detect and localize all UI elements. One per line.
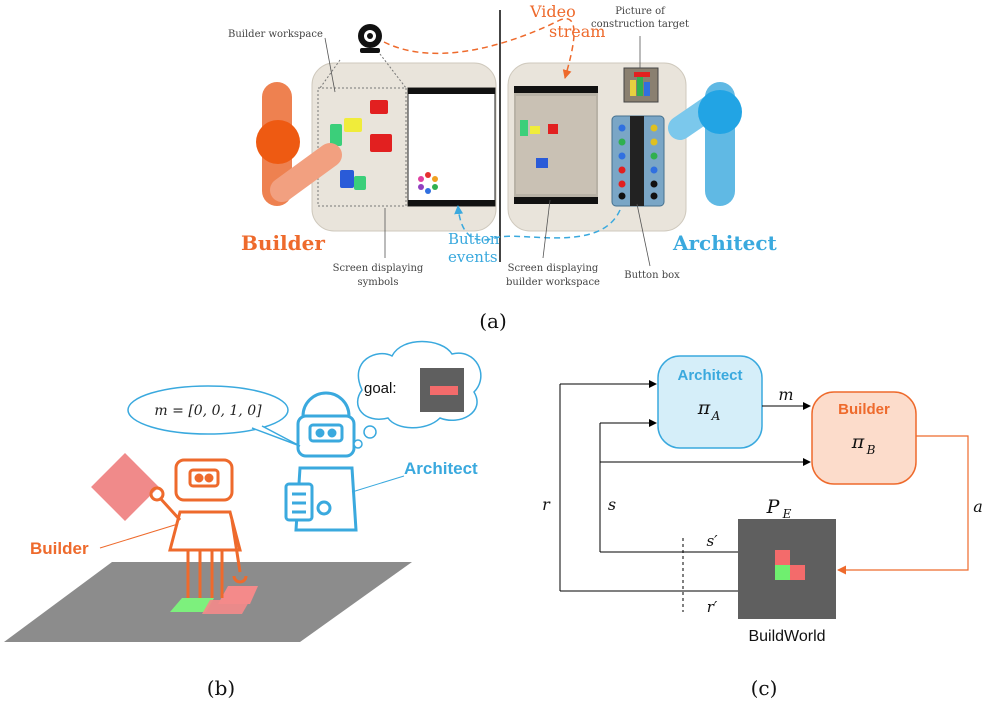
picture-target-label-2: construction target bbox=[591, 19, 689, 30]
screen-workspace-label-2: builder workspace bbox=[506, 277, 600, 288]
message-text: m = [0, 0, 1, 0] bbox=[154, 403, 262, 419]
builder-workspace-label: Builder workspace bbox=[228, 29, 323, 40]
buildworld-label: BuildWorld bbox=[748, 628, 825, 645]
caption-c: (c) bbox=[751, 676, 778, 700]
caption-a: (a) bbox=[479, 309, 507, 333]
speech-bubble bbox=[127, 385, 289, 435]
builder-robot bbox=[149, 458, 248, 598]
builder-figure bbox=[256, 82, 342, 206]
button-box-label: Button box bbox=[624, 270, 680, 281]
button-events-arrow bbox=[454, 205, 621, 241]
architect-robot bbox=[284, 391, 358, 532]
architect-figure bbox=[668, 82, 742, 206]
architect-label-a: Architect bbox=[672, 231, 778, 255]
panel-a: Builder workspace Video stream Picture o… bbox=[228, 2, 778, 333]
screen-workspace-label-1: Screen displaying bbox=[508, 263, 599, 274]
video-stream-arrow bbox=[383, 17, 575, 79]
architect-label-b: Architect bbox=[404, 459, 478, 478]
builder-workspace-area bbox=[317, 87, 407, 207]
builder-label-a: Builder bbox=[241, 231, 325, 255]
panel-b: m = [0, 0, 1, 0] goal: Architect Builder… bbox=[4, 340, 482, 700]
builder-box-title: Builder bbox=[838, 401, 890, 418]
symbol-icon bbox=[418, 172, 438, 194]
video-stream-label-2: stream bbox=[549, 22, 605, 41]
goal-label: goal: bbox=[364, 380, 397, 397]
pe-label: P bbox=[766, 496, 781, 518]
held-block bbox=[91, 453, 159, 521]
builder-policy-sub: B bbox=[866, 443, 876, 457]
red-block bbox=[370, 100, 388, 114]
architect-policy-sub: A bbox=[711, 409, 721, 423]
screen-symbols-label-2: symbols bbox=[357, 277, 398, 288]
a-arrow bbox=[837, 435, 969, 575]
architect-box bbox=[657, 355, 763, 449]
camera-icon bbox=[358, 24, 382, 53]
video-stream-label-1: Video bbox=[529, 2, 576, 21]
panel-c: Architect π A Builder π B m a P E BuildW… bbox=[542, 355, 983, 700]
architect-policy: π bbox=[697, 397, 711, 419]
button-box-buttons bbox=[618, 124, 658, 200]
builder-policy: π bbox=[851, 431, 865, 453]
s-label: s bbox=[608, 495, 616, 514]
button-events-label-2: events bbox=[448, 248, 498, 266]
m-label: m bbox=[778, 385, 793, 404]
builder-label-b: Builder bbox=[30, 539, 89, 558]
caption-b: (b) bbox=[207, 676, 235, 700]
architect-box-title: Architect bbox=[677, 367, 742, 384]
pe-label-sub: E bbox=[782, 507, 792, 521]
r-prime-label: r′ bbox=[707, 598, 718, 616]
a-label: a bbox=[973, 497, 983, 516]
button-events-label-1: Button bbox=[448, 230, 500, 248]
builder-box bbox=[811, 391, 917, 485]
r-label: r bbox=[542, 495, 551, 514]
picture-target-label-1: Picture of bbox=[615, 6, 666, 17]
s-prime-label: s′ bbox=[706, 532, 718, 550]
screen-symbols-label-1: Screen displaying bbox=[333, 263, 424, 274]
